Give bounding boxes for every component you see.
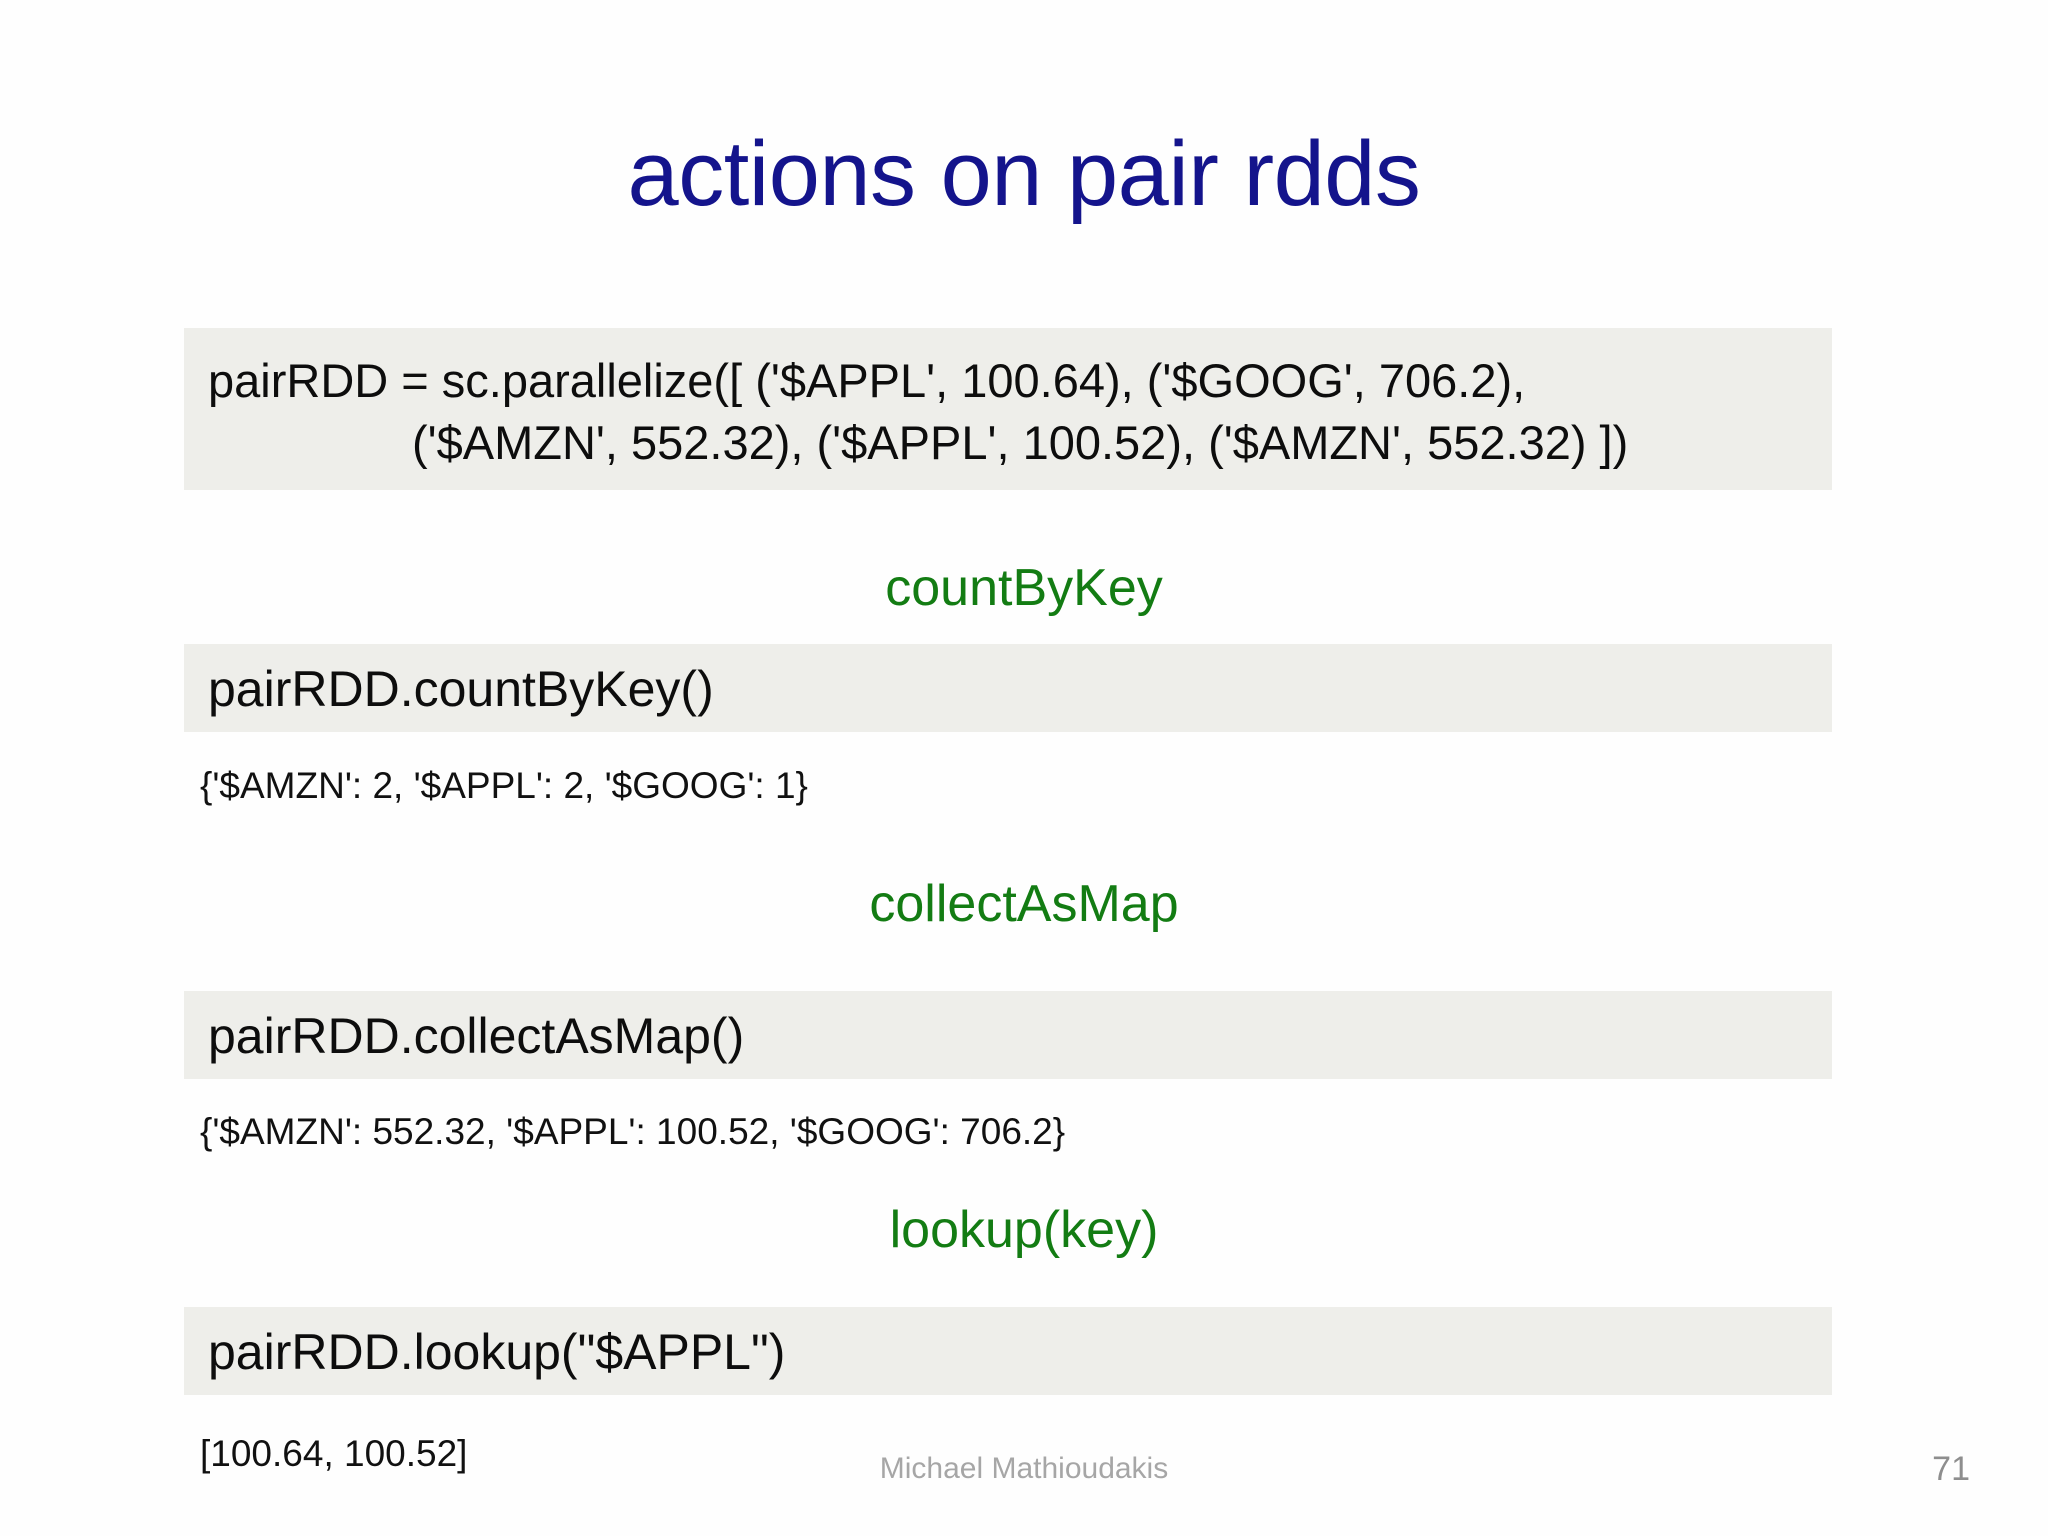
code-line-collectasmap: pairRDD.collectAsMap() [208, 1008, 745, 1064]
output-countbykey: {'$AMZN': 2, '$APPL': 2, '$GOOG': 1} [200, 765, 808, 806]
section-heading-collectasmap: collectAsMap [869, 875, 1179, 933]
code-block-source: pairRDD = sc.parallelize([ ('$APPL', 100… [184, 328, 1832, 490]
page-title: actions on pair rdds [627, 123, 1421, 225]
code-block-lookup: pairRDD.lookup("$APPL") [184, 1307, 1832, 1395]
section-heading-countbykey: countByKey [885, 559, 1163, 617]
code-line-source-2: ('$AMZN', 552.32), ('$APPL', 100.52), ('… [412, 416, 1629, 469]
code-block-collectasmap: pairRDD.collectAsMap() [184, 991, 1832, 1079]
output-lookup: [100.64, 100.52] [200, 1433, 468, 1474]
code-line-countbykey: pairRDD.countByKey() [208, 661, 714, 717]
code-line-lookup: pairRDD.lookup("$APPL") [208, 1324, 786, 1380]
page-number: 71 [1932, 1450, 1970, 1488]
output-collectasmap: {'$AMZN': 552.32, '$APPL': 100.52, '$GOO… [200, 1111, 1066, 1152]
footer-author: Michael Mathioudakis [879, 1452, 1169, 1485]
section-heading-lookup: lookup(key) [889, 1201, 1159, 1259]
code-block-countbykey: pairRDD.countByKey() [184, 644, 1832, 732]
code-line-source-1: pairRDD = sc.parallelize([ ('$APPL', 100… [208, 354, 1526, 407]
